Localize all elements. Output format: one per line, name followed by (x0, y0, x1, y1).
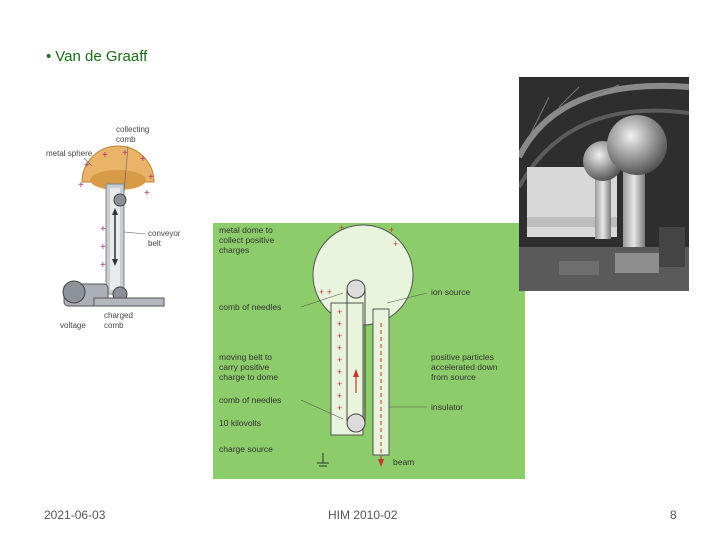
label-charge-source: charge source (219, 444, 273, 454)
svg-text:+: + (337, 367, 342, 377)
footer-page-number: 8 (670, 508, 677, 522)
label-insulator: insulator (431, 402, 463, 412)
label-conveyor-belt-1: conveyor (148, 229, 181, 238)
svg-text:+: + (337, 319, 342, 329)
svg-text:+: + (337, 343, 342, 353)
svg-text:+: + (100, 242, 106, 253)
center-schematic-diagram: + + + + + + + + + + + + + + metal dome to collect… (213, 223, 525, 479)
label-kilovolts: 10 kilovolts (219, 418, 261, 428)
label-collecting-comb-2: comb (116, 135, 136, 144)
label-metal-dome-3: charges (219, 245, 249, 255)
label-metal-sphere: metal sphere (46, 149, 93, 158)
svg-text:+: + (78, 180, 84, 191)
svg-text:+: + (337, 379, 342, 389)
footer-center: HIM 2010-02 (328, 508, 397, 522)
label-moving-belt-3: charge to dome (219, 372, 278, 382)
label-voltage: voltage (60, 321, 86, 330)
svg-text:+: + (144, 188, 150, 199)
label-particles-3: from source (431, 372, 476, 382)
svg-text:+: + (337, 391, 342, 401)
label-conveyor-belt-2: belt (148, 239, 162, 248)
svg-text:+: + (84, 160, 90, 171)
svg-text:+: + (102, 150, 108, 161)
label-charged-comb-2: comb (104, 321, 124, 330)
svg-text:+: + (148, 172, 154, 183)
svg-text:+: + (393, 239, 398, 249)
svg-text:+: + (140, 154, 146, 165)
label-particles-1: positive particles (431, 352, 494, 362)
svg-text:+: + (337, 403, 342, 413)
label-comb-top: comb of needles (219, 302, 281, 312)
svg-text:+: + (337, 307, 342, 317)
label-particles-2: accelerated down (431, 362, 498, 372)
svg-text:+: + (337, 331, 342, 341)
svg-text:+: + (100, 224, 106, 235)
label-metal-dome-2: collect positive (219, 235, 275, 245)
label-collecting-comb-1: collecting (116, 125, 149, 134)
label-charged-comb-1: charged (104, 311, 133, 320)
svg-text:+: + (337, 355, 342, 365)
svg-text:+ +: + + (319, 287, 332, 297)
bullet-dot: • (46, 48, 51, 65)
label-moving-belt-1: moving belt to (219, 352, 272, 362)
historical-photo (519, 77, 689, 291)
footer-date: 2021-06-03 (44, 508, 105, 522)
svg-text:+: + (100, 260, 106, 271)
slide-title: •Van de Graaff (46, 48, 147, 65)
svg-text:+: + (389, 225, 394, 235)
label-ion-source: ion source (431, 287, 470, 297)
left-generator-diagram: ++++ +++ +++ collecting comb metal spher… (44, 122, 188, 334)
slide-title-text: Van de Graaff (55, 48, 147, 65)
label-metal-dome-1: metal dome to (219, 225, 273, 235)
label-comb-bottom: comb of needles (219, 395, 281, 405)
label-moving-belt-2: carry positive (219, 362, 269, 372)
label-beam: beam (393, 457, 414, 467)
svg-text:+: + (339, 223, 344, 233)
